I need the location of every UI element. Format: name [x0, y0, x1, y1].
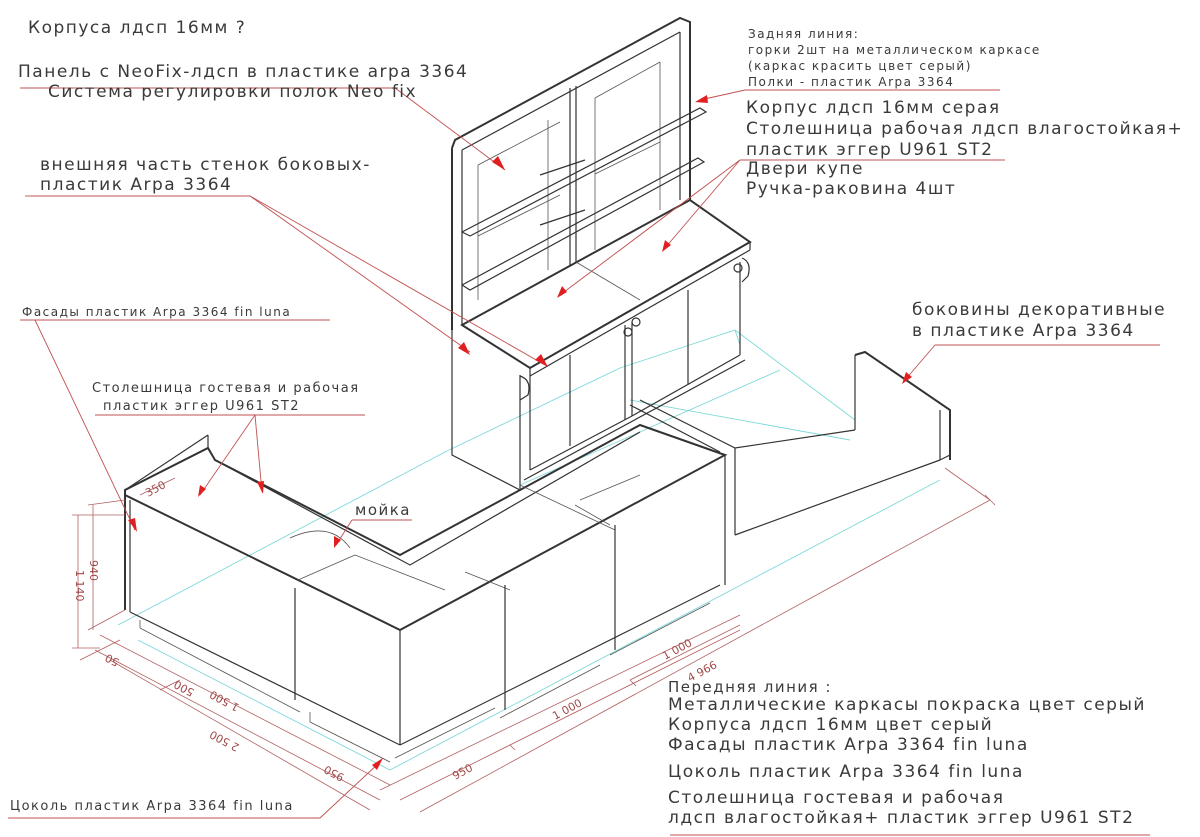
front-counter [124, 423, 728, 763]
dim-350: 350 [143, 478, 168, 499]
note-front-line: Передняя линия : [668, 678, 832, 696]
note-stoleshnitsa-rabochaya: Столешница рабочая лдсп влагостойкая+ [746, 119, 1184, 139]
note-outer-walls-2: пластик Arpa 3364 [40, 175, 233, 195]
note-polki: Полки - пластик Arpa 3364 [748, 75, 955, 89]
note-metal-frames: Металлические каркасы покраска цвет серы… [668, 695, 1146, 715]
note-dveri-kupe: Двери купе [746, 159, 864, 179]
note-stoleshnitsa-left: Столешница гостевая и рабочая [92, 381, 360, 396]
dimensions [72, 467, 996, 813]
note-korpus-seraya: Корпус лдсп 16мм серая [746, 98, 1001, 118]
note-fasady-left: Фасады пластик Arpa 3364 fin luna [22, 305, 292, 319]
dim-50: 50 [103, 651, 121, 669]
rear-base-cabinets [451, 198, 752, 491]
note-back-line: Задняя линия: [748, 27, 860, 41]
leaders [8, 87, 1160, 836]
note-stoleshnitsa-left-2: пластик эггер U961 ST2 [103, 399, 301, 414]
note-neo-fix-system: Система регулировки полок Neo fix [48, 82, 418, 102]
dim-1000-front: 1 000 [550, 696, 584, 722]
note-fasady-right: Фасады пластик Arpa 3364 fin luna [668, 735, 1029, 755]
note-egger-top: пластик эггер U961 ST2 [746, 140, 994, 160]
dim-950-left: 950 [322, 762, 347, 783]
note-karkas: (каркас красить цвет серый) [748, 59, 972, 73]
dim-2500: 2 500 [207, 728, 241, 754]
decorative-side-panels [629, 350, 951, 536]
note-panel-neofix: Панель с NeoFix-лдсп в пластике arpa 336… [18, 62, 469, 82]
dim-1140: 1 140 [73, 570, 86, 602]
dim-1500: 1 500 [207, 688, 241, 714]
note-bokoviny: боковины декоративные [912, 300, 1167, 320]
dim-940: 940 [87, 560, 100, 581]
note-korpusa: Корпуса лдсп 16мм ? [28, 18, 247, 38]
note-korpusa-gray: Корпуса лдсп 16мм цвет серый [668, 715, 994, 735]
note-ruchka: Ручка-раковина 4шт [746, 179, 957, 199]
back-shelf-unit [451, 16, 708, 330]
note-gorki: горки 2шт на металлическом каркасе [748, 43, 1041, 57]
note-tsokol-right: Цоколь пластик Arpa 3364 fin luna [668, 762, 1024, 782]
note-moyka: мойка [355, 501, 411, 519]
dim-500: 500 [172, 677, 197, 698]
note-outer-walls: внешняя часть стенок боковых- [40, 155, 371, 175]
dim-1000-back: 1 000 [660, 636, 694, 662]
note-stoleshnitsa-right: Столешница гостевая и рабочая [668, 788, 1005, 808]
note-tsokol-left: Цоколь пластик Arpa 3364 fin luna [10, 799, 294, 814]
note-bokoviny-2: в пластике Arpa 3364 [912, 321, 1135, 341]
note-stoleshnitsa-right-2: лдсп влагостойкая+ пластик эггер U961 ST… [668, 808, 1135, 828]
